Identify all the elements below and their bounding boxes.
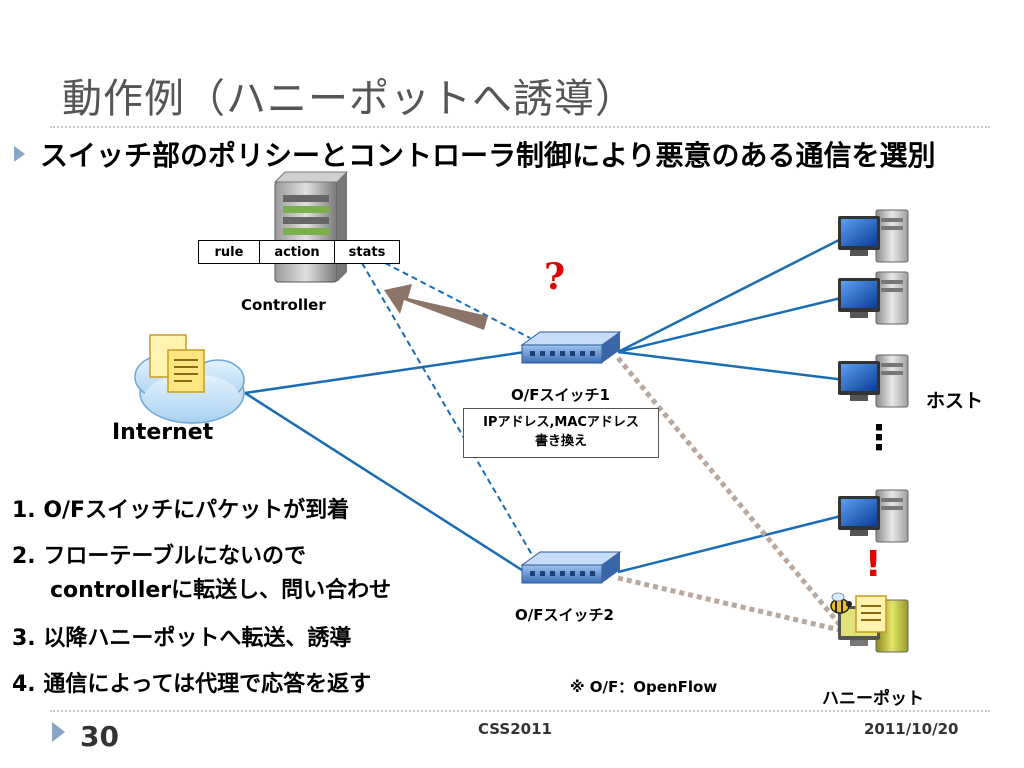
exclamation-mark: ! <box>865 544 882 585</box>
link-switch1-host1 <box>617 235 846 354</box>
conference-name: CSS2011 <box>478 720 552 738</box>
host-computer-icon <box>838 271 909 325</box>
switch1-icon <box>520 331 622 364</box>
link-controller-switch1 <box>384 262 531 339</box>
slide-title: 動作例（ハニーポットへ誘導） <box>62 76 636 122</box>
switch1-label: O/Fスイッチ1 <box>511 386 610 404</box>
title-divider <box>50 126 990 128</box>
host-ellipsis: ⋮ <box>862 418 896 458</box>
step-4: 4. 通信によっては代理で応答を返す <box>12 672 372 697</box>
host-computer-icon <box>838 209 909 263</box>
link-internet-switch1 <box>244 350 526 395</box>
table-header-stats: stats <box>334 240 400 264</box>
internet-label: Internet <box>112 420 214 445</box>
step-2-continued: controllerに転送し、問い合わせ <box>50 578 392 603</box>
footer-date: 2011/10/20 <box>864 720 959 738</box>
switch2-label: O/Fスイッチ2 <box>515 606 614 624</box>
query-arrow <box>384 284 488 330</box>
link-switch2-host4 <box>617 513 846 574</box>
footnote: ※ O/F：OpenFlow <box>570 678 718 696</box>
honeypot-computer-icon <box>838 595 909 653</box>
host-label: ホスト <box>926 390 984 412</box>
step-3: 3. 以降ハニーポットへ転送、誘導 <box>12 626 352 651</box>
question-mark: ? <box>544 256 566 298</box>
rewrite-note-line1: IPアドレス,MACアドレス <box>483 415 639 430</box>
flow-table: rule action stats <box>198 240 400 264</box>
controller-server-icon <box>273 171 349 283</box>
step-1: 1. O/Fスイッチにパケットが到着 <box>12 498 350 523</box>
document-icon <box>149 334 205 393</box>
rewrite-note-box: IPアドレス,MACアドレス 書き換え <box>463 408 659 458</box>
host-computer-icon <box>838 354 909 408</box>
path-switch2-honeypot <box>617 575 841 633</box>
footer-divider <box>50 710 990 712</box>
link-internet-switch2 <box>244 391 526 574</box>
step-2: 2. フローテーブルにないので <box>12 544 307 569</box>
honeypot-label: ハニーポット <box>822 689 924 709</box>
page-number: 30 <box>80 720 119 753</box>
rewrite-note-line2: 書き換え <box>534 434 587 449</box>
bee-icon <box>830 592 852 614</box>
link-switch1-host3 <box>617 350 846 382</box>
host-computer-icon <box>838 489 909 543</box>
controller-label: Controller <box>241 296 326 314</box>
table-header-action: action <box>259 240 335 264</box>
link-switch1-host2 <box>617 295 846 354</box>
footer-arrow-icon <box>52 722 65 742</box>
bullet-arrow-icon <box>14 146 25 162</box>
path-switch1-honeypot <box>616 356 842 627</box>
links <box>244 235 846 633</box>
link-controller-switch2 <box>361 262 536 561</box>
switch2-icon <box>520 551 622 584</box>
bullet-text: スイッチ部のポリシーとコントローラ制御により悪意のある通信を選別 <box>40 139 936 172</box>
table-header-rule: rule <box>198 240 260 264</box>
